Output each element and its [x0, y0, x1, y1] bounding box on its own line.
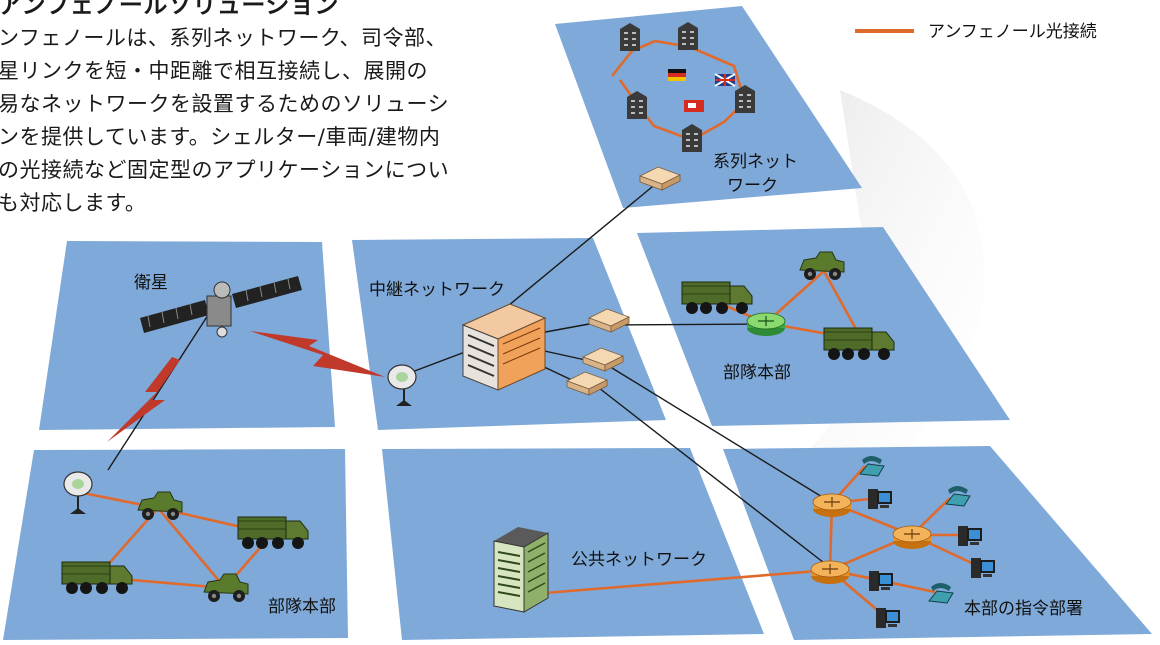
- satellite-icon: [140, 276, 302, 338]
- intro-text: アンフェノールソリューション ンフェノールは、系列ネットワーク、司令部、 星リン…: [0, 0, 558, 220]
- zone-label-command: 本部の指令部署: [964, 599, 1083, 619]
- zone-label-satellite: 衛星: [134, 273, 168, 293]
- zone-label-public: 公共ネットワーク: [571, 550, 707, 570]
- flag-uk-icon: [714, 73, 736, 87]
- zone-label-relay: 中継ネットワーク: [369, 280, 505, 300]
- satellite-dish-icon: [387, 364, 417, 406]
- panel-affiliate-network: [555, 6, 862, 208]
- panel-satellite: [39, 241, 335, 430]
- flag-icon: [684, 100, 704, 112]
- intro-line: 星リンクを短・中距離で相互接続し、展開の: [0, 59, 428, 83]
- zone-label-unit-hq: 部隊本部: [268, 597, 336, 617]
- military-truck-icon: [61, 561, 133, 595]
- intro-heading: アンフェノールソリューション: [0, 0, 339, 19]
- router-icon: [892, 525, 932, 550]
- computer-icon: [971, 558, 995, 578]
- panel-unit-hq-right: [637, 227, 1010, 426]
- building-icon: [677, 21, 699, 51]
- office-building-icon: [493, 527, 549, 613]
- military-truck-icon: [681, 281, 753, 315]
- military-truck-icon: [823, 327, 895, 361]
- intro-line: ンフェノールは、系列ネットワーク、司令部、: [0, 26, 447, 50]
- router-icon: [812, 493, 852, 518]
- zone-label-affiliate: ワーク: [727, 176, 778, 196]
- router-icon: [810, 560, 850, 585]
- flag-germany-icon: [668, 69, 686, 81]
- legend-label: アンフェノール光接続: [928, 22, 1097, 42]
- computer-icon: [869, 571, 893, 591]
- zone-label-unit-hq: 部隊本部: [723, 363, 791, 383]
- wireless-link-icon: [250, 331, 385, 377]
- computer-icon: [876, 608, 900, 628]
- router-icon: [746, 312, 786, 337]
- core-switch-icon: [461, 303, 547, 391]
- wireless-link-icon: [107, 357, 180, 442]
- intro-line: ンを提供しています。シェルター/車両/建物内: [0, 125, 441, 149]
- computer-icon: [958, 526, 982, 546]
- panel-public-network: [382, 448, 764, 640]
- computer-icon: [868, 489, 892, 509]
- zone-label-affiliate: 系列ネット: [713, 152, 798, 172]
- intro-line: も対応します。: [0, 191, 147, 215]
- building-icon: [619, 22, 641, 52]
- satellite-dish-icon: [63, 471, 93, 514]
- military-truck-icon: [237, 516, 309, 550]
- intro-line: の光接続など固定型のアプリケーションについ: [0, 158, 450, 182]
- intro-line: 易なネットワークを設置するためのソリューシ: [0, 92, 450, 116]
